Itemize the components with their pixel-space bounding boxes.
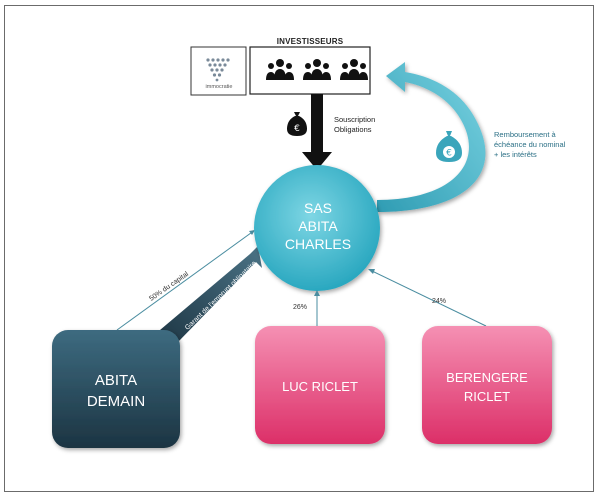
capital-pct-label: 50% du capital (148, 270, 190, 302)
guarantee-label: Garant de l'emprunt obligataire (184, 260, 258, 332)
berengere-riclet-label: BERENGERE RICLET (422, 368, 552, 406)
repayment-line-2: échéance du nominal (494, 140, 566, 149)
subscription-line-1: Souscription (334, 115, 376, 124)
repayment-label: Remboursement à échéance du nominal + le… (494, 130, 565, 160)
investor-group-icon (340, 59, 368, 80)
investors-title: INVESTISSEURS (276, 37, 344, 46)
abita-demain-line-2: DEMAIN (86, 393, 146, 410)
capital-link-arrowhead (249, 230, 255, 235)
abita-demain-node (52, 330, 180, 448)
guarantee-band-arrow (160, 246, 262, 342)
investor-group-icon (266, 59, 294, 80)
money-bag-icon: € (436, 131, 462, 162)
svg-text:€: € (294, 124, 300, 134)
berengere-riclet-node (422, 326, 552, 444)
sas-line-2: ABITA (298, 218, 338, 234)
investor-group-icon (303, 59, 331, 80)
logo-box (190, 46, 247, 96)
berengere-line-1: BERENGERE (446, 370, 528, 385)
subscription-label: Souscription Obligations (334, 115, 375, 135)
berengere-link-arrowhead (368, 269, 375, 274)
capital-link-line (116, 229, 256, 331)
subscription-line-2: Obligations (334, 125, 372, 134)
logo-text: immocratie (205, 84, 233, 90)
svg-text:€: € (446, 149, 452, 159)
immocratie-logo-icon (206, 58, 230, 82)
repayment-arc-arrow (377, 62, 486, 212)
berengere-line-2: RICLET (463, 389, 511, 404)
berengere-link-line (369, 269, 487, 327)
sas-line-3: CHARLES (284, 236, 352, 252)
repayment-line-3: + les intérêts (494, 150, 537, 159)
luc-link-arrowhead (314, 290, 320, 296)
berengere-pct-label: 24% (432, 298, 446, 305)
luc-riclet-node (255, 326, 385, 444)
luc-riclet-label: LUC RICLET (282, 379, 358, 394)
sas-line-1: SAS (303, 200, 332, 216)
repayment-line-1: Remboursement à (494, 130, 556, 139)
luc-pct-label: 26% (293, 304, 307, 311)
abita-demain-label: ABITA DEMAIN (52, 370, 180, 412)
investors-box (249, 46, 371, 95)
abita-demain-line-1: ABITA (94, 372, 138, 389)
money-bag-icon: € (287, 112, 307, 136)
sas-abita-charles-node (254, 165, 380, 291)
subscription-arrow (302, 94, 332, 170)
sas-label: SAS ABITA CHARLES (268, 199, 368, 253)
